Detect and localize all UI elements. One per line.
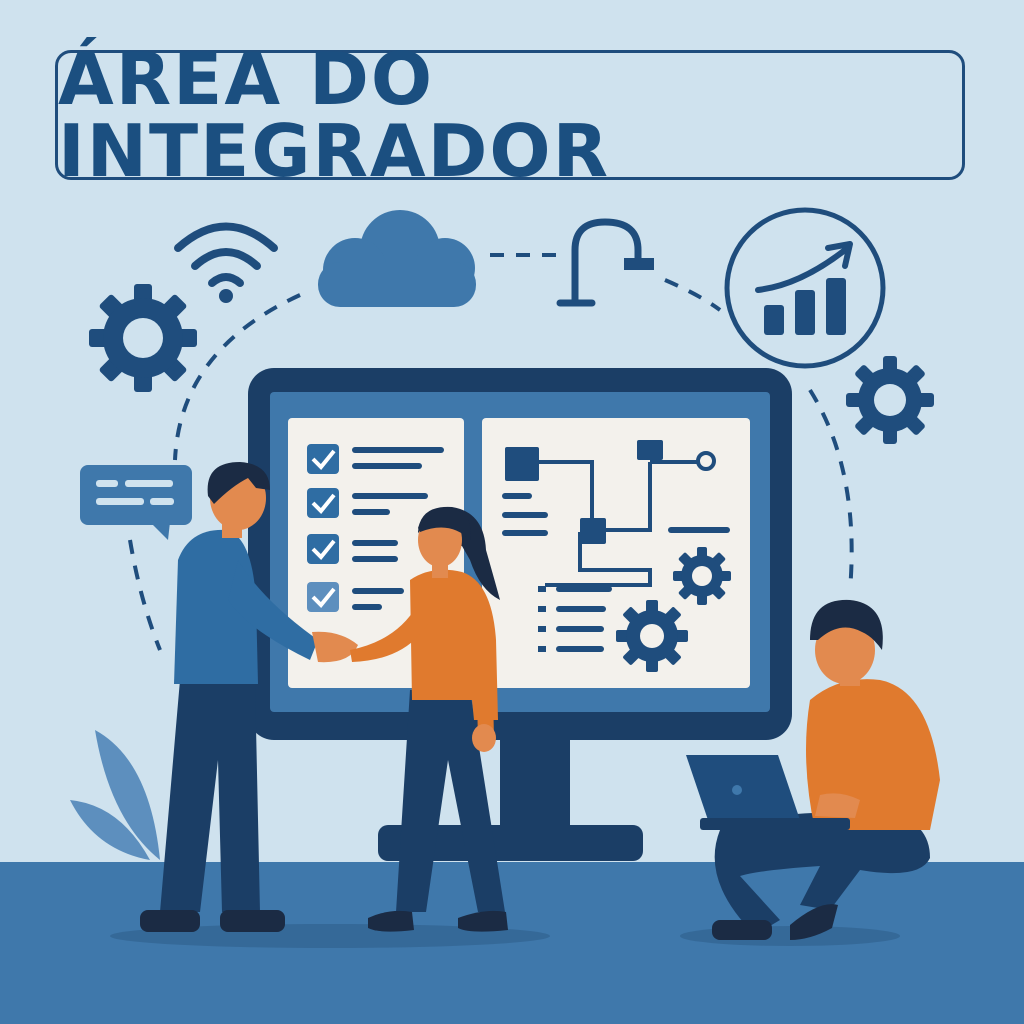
cloud-icon bbox=[318, 210, 476, 307]
gear-icon bbox=[89, 284, 197, 392]
dashed-connector bbox=[128, 539, 162, 651]
gear-icon bbox=[846, 356, 934, 444]
person-man-left bbox=[140, 462, 358, 932]
connector-icon bbox=[556, 218, 654, 307]
floor-shadow bbox=[110, 924, 550, 948]
checkbox-icon bbox=[307, 488, 339, 518]
person-man-right bbox=[686, 599, 940, 940]
chat-bubble-icon bbox=[80, 465, 192, 540]
dashed-connector bbox=[808, 388, 854, 591]
plant-icon bbox=[70, 730, 160, 860]
checkbox-icon bbox=[307, 582, 339, 612]
checkbox-icon bbox=[307, 444, 339, 474]
title-banner: ÁREA DO INTEGRADOR bbox=[55, 43, 965, 187]
laptop-icon bbox=[686, 755, 850, 830]
workflow-diagram-icon bbox=[482, 418, 750, 688]
dashed-connector bbox=[664, 278, 722, 312]
dashed-connector bbox=[173, 293, 301, 461]
checkbox-icon bbox=[307, 534, 339, 564]
wifi-icon bbox=[174, 222, 278, 303]
growth-chart-icon bbox=[724, 207, 886, 369]
person-woman-center bbox=[350, 506, 508, 932]
page-title: ÁREA DO INTEGRADOR bbox=[58, 37, 611, 193]
